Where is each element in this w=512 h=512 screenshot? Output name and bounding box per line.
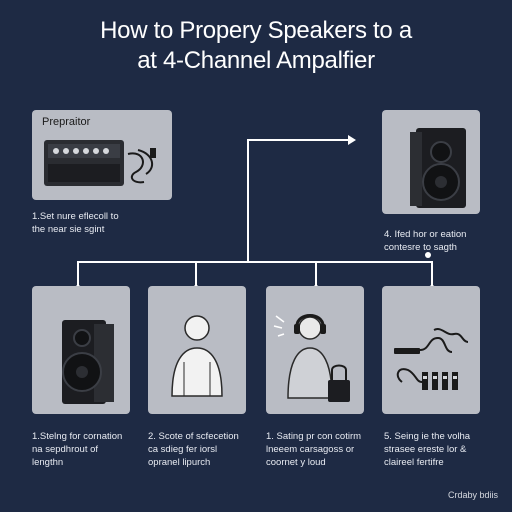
connector-bus [77,261,433,282]
cables-icon [394,328,469,390]
panel-preparation-label: Prepraitor [42,116,91,128]
title-line-1: How to Propery Speakers to a [100,17,412,44]
amplifier-icon [44,140,156,186]
step-bottom-4-line-3: claireel fertifre [384,457,444,468]
step-4-line-1: 4. Ifed hor or eation [384,229,467,240]
speaker-icon [410,128,466,208]
panel-bottom-person [148,286,246,414]
step-bottom-2-line-2: ca sdieg fer iorsl [148,444,218,455]
step-bottom-3-line-3: coornet y loud [266,457,326,468]
arrow-head [348,135,356,145]
step-bottom-3-line-2: lneeem carsagoss or [266,444,355,455]
step-bottom-1-line-2: na sepdhrout of [32,444,99,455]
panel-bottom-cables [382,286,480,414]
step-1-caption: 1.Set nure eflecoll to the near sie sgin… [32,210,172,236]
title-line-2: at 4-Channel Ampalfier [137,47,375,74]
panel-bottom-listener [266,286,364,414]
step-4-caption: 4. Ifed hor or eation contesre to sagth [384,228,494,254]
step-1-line-2: the near sie sgint [32,224,105,235]
speaker-icon [62,320,114,404]
step-bottom-3-line-1: 1. Sating pr con cotirm [266,431,362,442]
diagram-title: How to Propery Speakers to a at 4-Channe… [0,16,512,76]
step-bottom-1-line-1: 1.Stelng for cornation [32,431,123,442]
step-bottom-1-line-3: lengthn [32,457,64,468]
step-bottom-4-line-1: 5. Seing ie the volha [384,431,471,442]
connector-riser [247,139,348,262]
step-bottom-3-caption: 1. Sating pr con cotirm lneeem carsagoss… [266,430,378,469]
step-bottom-2-line-1: 2. Scote of scfecetion [148,431,239,442]
step-bottom-4-caption: 5. Seing ie the volha strasee ereste lor… [384,430,496,469]
step-bottom-2-caption: 2. Scote of scfecetion ca sdieg fer iors… [148,430,260,469]
panel-speaker-top [382,110,480,214]
panel-bottom-speaker [32,286,130,414]
person-icon [171,315,223,397]
panel-preparation: Prepraitor [32,110,172,200]
footer-credit: Crdaby bdiis [447,490,498,500]
step-1-line-1: 1.Set nure eflecoll to [32,211,119,222]
step-4-line-2: contesre to sagth [384,242,457,253]
listener-icon [273,314,350,402]
step-bottom-2-line-3: opranel lipurch [148,457,211,468]
connector-node [425,252,431,258]
step-bottom-1-caption: 1.Stelng for cornation na sepdhrout of l… [32,430,144,469]
step-bottom-4-line-2: strasee ereste lor & [384,444,467,455]
